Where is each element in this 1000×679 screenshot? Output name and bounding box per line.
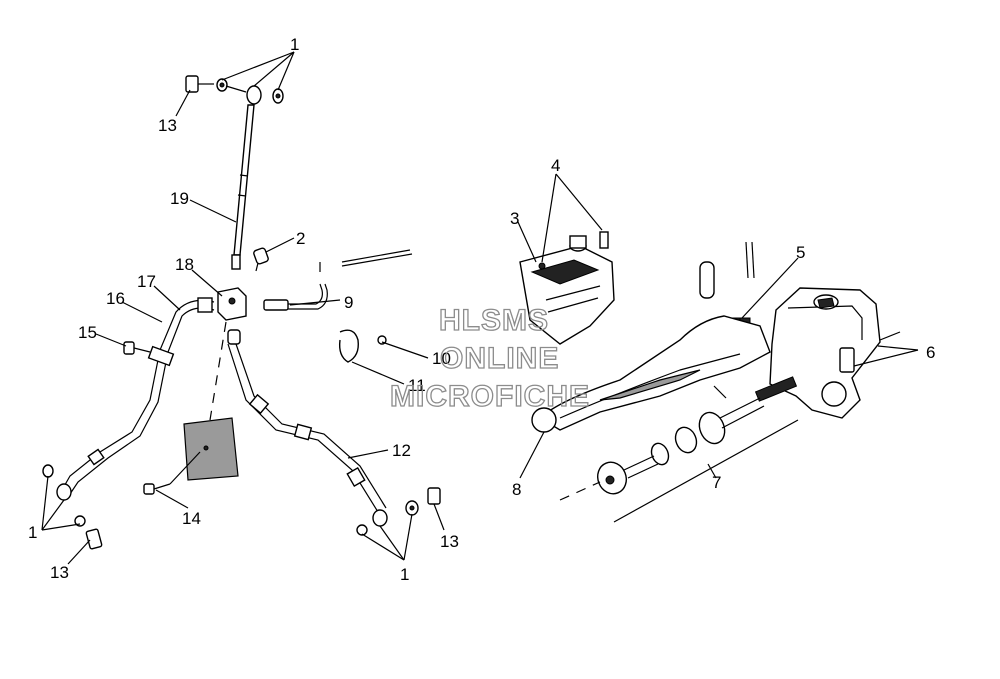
- callout-1-lower-right: 1: [400, 565, 409, 584]
- callout-10: 10: [432, 349, 451, 368]
- reservoir-cover: [519, 231, 615, 345]
- junction-block: [217, 287, 247, 321]
- upper-banjo-fitting: [185, 75, 284, 105]
- metal-brake-line: [263, 249, 413, 311]
- callout-16: 16: [106, 289, 125, 308]
- callout-12: 12: [392, 441, 411, 460]
- callout-13-lower-left: 13: [50, 563, 69, 582]
- watermark-line-2: ONLINE: [440, 342, 559, 375]
- leader-lines: [41, 51, 919, 565]
- piston-assembly: [559, 376, 799, 523]
- callout-5: 5: [796, 243, 805, 262]
- watermark-line-3: MICROFICHE: [390, 380, 590, 413]
- callout-13-top: 13: [158, 116, 177, 135]
- mounting-plate: [143, 417, 239, 495]
- callout-14: 14: [182, 509, 201, 528]
- callout-labels: 1 13 19 2 18 17 16 15 9 10 11 12 14 1 13…: [28, 35, 935, 584]
- callout-2: 2: [296, 229, 305, 248]
- callout-13-lower-right: 13: [440, 532, 459, 551]
- bleeder-valve: [253, 247, 269, 272]
- left-brake-hose: [42, 297, 215, 550]
- brake-hose-assembly: [42, 75, 441, 550]
- callout-6: 6: [926, 343, 935, 362]
- callout-19: 19: [170, 189, 189, 208]
- callout-1-top: 1: [290, 35, 299, 54]
- pivot-pin: [699, 261, 715, 299]
- master-cylinder-assembly: [519, 231, 901, 523]
- hose-clamp: [338, 329, 387, 363]
- brake-lever: [531, 315, 771, 433]
- callout-15: 15: [78, 323, 97, 342]
- watermark-line-1: HLSMS: [439, 304, 549, 337]
- callout-18: 18: [175, 255, 194, 274]
- pivot-bolt: [745, 241, 749, 279]
- callout-17: 17: [137, 272, 156, 291]
- callout-7: 7: [712, 473, 721, 492]
- master-cylinder-body: [769, 287, 901, 419]
- right-brake-hose: [227, 329, 441, 536]
- callout-8: 8: [512, 480, 521, 499]
- callout-11: 11: [408, 376, 426, 395]
- callout-4: 4: [551, 156, 560, 175]
- vertical-brake-hose: [231, 104, 255, 270]
- callout-3: 3: [510, 209, 519, 228]
- callout-9: 9: [344, 293, 353, 312]
- callout-1-lower-left: 1: [28, 523, 37, 542]
- watermark: HLSMS ONLINE MICROFICHE: [389, 303, 590, 413]
